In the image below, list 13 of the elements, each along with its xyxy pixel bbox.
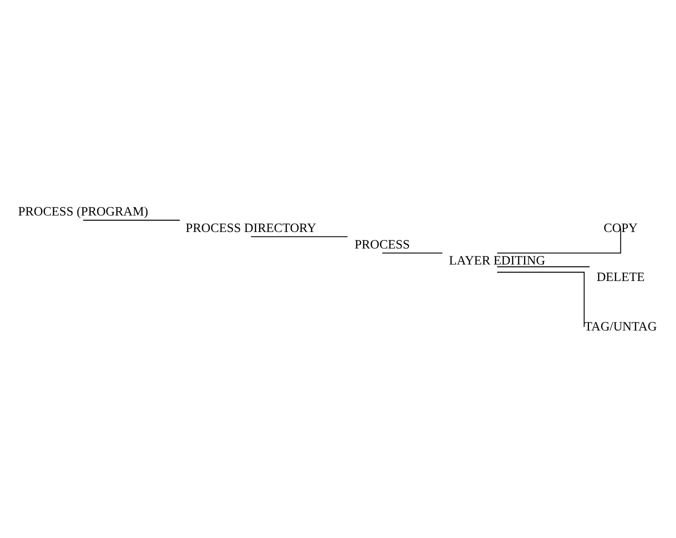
- connector: [382, 252, 443, 254]
- connector: [496, 228, 622, 254]
- connector: [82, 219, 180, 220]
- node-text: LAYER EDITING: [449, 253, 546, 268]
- node-text: PROCESS DIRECTORY: [186, 220, 316, 234]
- connector: [250, 236, 348, 237]
- node-text: COPY: [604, 220, 638, 234]
- connector: [496, 271, 585, 327]
- connector: [496, 266, 590, 267]
- node-text: PROCESS: [354, 236, 410, 251]
- node-text: TAG/UNTAG: [584, 318, 657, 333]
- node-text: PROCESS (PROGRAM): [18, 204, 148, 218]
- node-text: DELETE: [596, 270, 645, 284]
